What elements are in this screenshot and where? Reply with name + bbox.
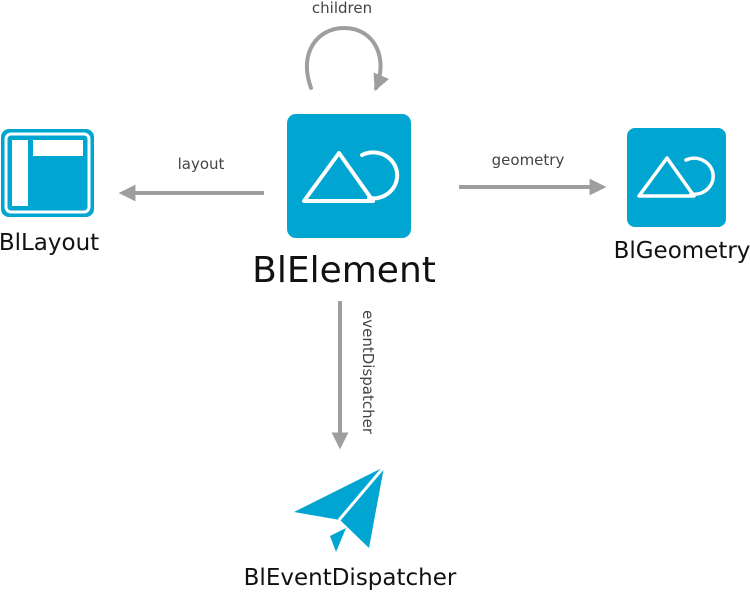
layout-edge: layout: [118, 155, 264, 202]
bl-element-icon-tile: [287, 114, 411, 238]
paper-plane-icon: [294, 467, 384, 552]
children-loop-arrow: [304, 25, 390, 92]
children-edge-label: children: [312, 0, 372, 17]
bl-layout-node: BlLayout: [0, 129, 99, 256]
layout-grid-icon: [4, 132, 91, 214]
bl-geometry-node: BlGeometry: [614, 128, 750, 264]
bl-layout-label: BlLayout: [0, 230, 99, 256]
event-dispatcher-edge: eventDispatcher: [331, 301, 377, 450]
bl-geometry-icon-tile: [627, 128, 726, 227]
triangle-circle-icon: [637, 156, 715, 198]
bl-event-dispatcher-node: BlEventDispatcher: [244, 466, 457, 591]
triangle-circle-icon: [302, 150, 400, 203]
event-dispatcher-edge-label: eventDispatcher: [359, 310, 377, 435]
bl-element-label: BlElement: [252, 250, 436, 291]
bl-element-node: BlElement: [252, 114, 436, 291]
geometry-edge: geometry: [459, 151, 607, 196]
bl-event-dispatcher-label: BlEventDispatcher: [244, 565, 457, 591]
layout-edge-label: layout: [178, 155, 225, 173]
children-edge: children: [304, 0, 390, 92]
geometry-edge-label: geometry: [492, 151, 565, 169]
bl-geometry-label: BlGeometry: [614, 238, 750, 264]
